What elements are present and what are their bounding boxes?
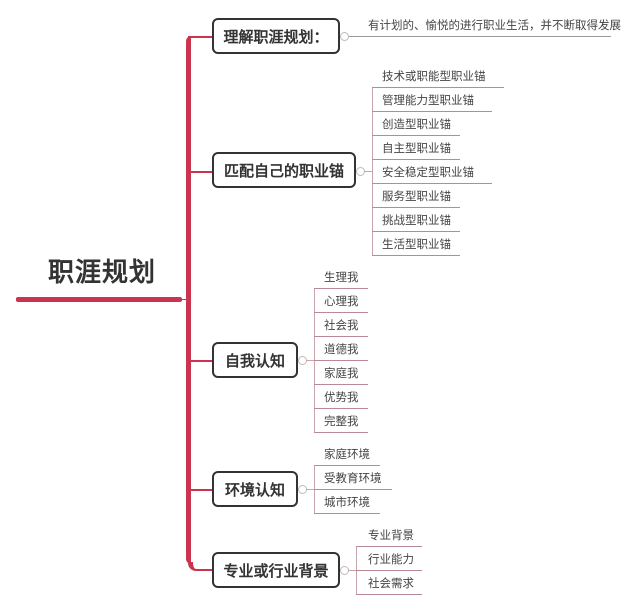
leaf-underline	[372, 87, 504, 88]
branch-line-3	[188, 489, 212, 491]
leaf-underline	[372, 207, 460, 208]
leaf-underline	[356, 594, 422, 595]
branch-line-4	[188, 562, 212, 571]
leaf-underline	[314, 312, 368, 313]
branch-node-environment[interactable]: 环境认知	[212, 471, 298, 507]
branch-node-career-anchor[interactable]: 匹配自己的职业锚	[212, 152, 356, 188]
children-bracket	[372, 87, 373, 255]
leaf-env-family[interactable]: 家庭环境	[324, 447, 370, 461]
connector	[348, 570, 356, 571]
leaf-underline	[372, 255, 460, 256]
leaf-anchor-technical[interactable]: 技术或职能型职业锚	[382, 69, 486, 83]
leaf-self-social[interactable]: 社会我	[324, 318, 359, 332]
leaf-underline	[356, 546, 422, 547]
root-connector-bar	[16, 297, 182, 302]
leaf-underline	[372, 231, 460, 232]
leaf-bg-major[interactable]: 专业背景	[368, 528, 414, 542]
leaf-anchor-management[interactable]: 管理能力型职业锚	[382, 93, 474, 107]
branch-node-understand[interactable]: 理解职涯规划：	[212, 18, 340, 54]
connector	[306, 360, 314, 361]
leaf-underline	[356, 570, 422, 571]
leaf-underline	[314, 513, 380, 514]
leaf-underline	[314, 336, 368, 337]
leaf-underline	[372, 135, 460, 136]
leaf-anchor-autonomy[interactable]: 自主型职业锚	[382, 141, 451, 155]
leaf-bg-industry[interactable]: 行业能力	[368, 552, 414, 566]
main-spine	[186, 36, 191, 564]
branch-line-2	[188, 360, 212, 362]
connector	[306, 489, 314, 490]
branch-node-background[interactable]: 专业或行业背景	[212, 552, 340, 588]
branch-node-self-awareness[interactable]: 自我认知	[212, 342, 298, 378]
leaf-anchor-service[interactable]: 服务型职业锚	[382, 189, 451, 203]
root-spine-link	[182, 299, 188, 300]
leaf-env-city[interactable]: 城市环境	[324, 495, 370, 509]
leaf-underline	[314, 489, 392, 490]
branch-line-1	[188, 171, 212, 173]
leaf-anchor-security[interactable]: 安全稳定型职业锚	[382, 165, 474, 179]
leaf-self-family[interactable]: 家庭我	[324, 366, 359, 380]
branch-line-0	[188, 36, 212, 38]
leaf-anchor-lifestyle[interactable]: 生活型职业锚	[382, 237, 451, 251]
root-topic[interactable]: 职涯规划	[48, 258, 157, 288]
leaf-anchor-challenge[interactable]: 挑战型职业锚	[382, 213, 451, 227]
leaf-underline	[372, 111, 492, 112]
leaf-anchor-creative[interactable]: 创造型职业锚	[382, 117, 451, 131]
leaf-underline	[314, 360, 368, 361]
collapse-knob-icon[interactable]	[340, 32, 349, 41]
description-underline	[349, 36, 611, 37]
leaf-underline	[372, 183, 492, 184]
leaf-underline	[314, 384, 368, 385]
leaf-underline	[314, 465, 380, 466]
leaf-underline	[314, 432, 368, 433]
branch-0-description[interactable]: 有计划的、愉悦的进行职业生活，并不断取得发展	[368, 18, 621, 32]
leaf-self-complete[interactable]: 完整我	[324, 414, 359, 428]
leaf-underline	[314, 288, 368, 289]
leaf-underline	[372, 159, 460, 160]
connector	[364, 171, 372, 172]
leaf-bg-demand[interactable]: 社会需求	[368, 576, 414, 590]
leaf-self-physical[interactable]: 生理我	[324, 270, 359, 284]
leaf-env-education[interactable]: 受教育环境	[324, 471, 382, 485]
leaf-self-moral[interactable]: 道德我	[324, 342, 359, 356]
leaf-underline	[314, 408, 368, 409]
leaf-self-strengths[interactable]: 优势我	[324, 390, 359, 404]
leaf-self-psychological[interactable]: 心理我	[324, 294, 359, 308]
